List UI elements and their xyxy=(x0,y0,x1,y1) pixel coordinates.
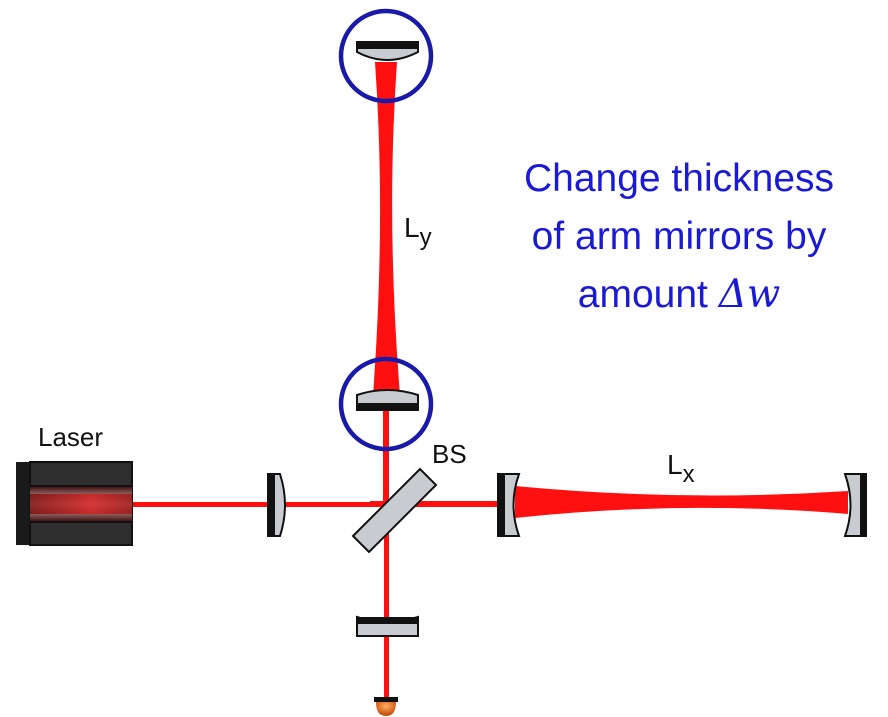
bs-to-x-beam xyxy=(370,501,502,507)
highlight-ring-input-mirror xyxy=(338,356,434,452)
beam-splitter xyxy=(351,467,438,554)
y-arm-input-mirror xyxy=(356,389,419,411)
x-arm-end-mirror xyxy=(843,473,867,537)
annotation-line-3-prefix: amount xyxy=(577,273,719,316)
y-arm-cavity-beam xyxy=(373,62,400,395)
laser-source xyxy=(16,461,133,546)
bs-to-y-beam xyxy=(383,410,389,505)
input-beam xyxy=(130,502,370,507)
photodetector xyxy=(374,697,398,716)
annotation-line-1: Change thickness xyxy=(523,157,835,200)
laser-beams xyxy=(130,62,848,697)
x-arm-label: Lx xyxy=(667,449,695,488)
signal-recycling-mirror xyxy=(356,615,419,637)
y-arm-label: Ly xyxy=(404,212,432,251)
annotation-line-3: amount Δw xyxy=(470,266,888,324)
recycling-mirror xyxy=(267,473,286,537)
delta-w-symbol: Δw xyxy=(718,272,781,317)
y-arm-end-mirror xyxy=(356,41,419,61)
annotation-text: Change thickness of arm mirrors by amoun… xyxy=(470,150,888,324)
annotation-line-2: of arm mirrors by xyxy=(531,215,827,258)
laser-label: Laser xyxy=(38,422,103,452)
bs-label: BS xyxy=(432,439,467,469)
x-arm-input-mirror xyxy=(497,473,521,537)
highlight-ring-end-mirror xyxy=(338,8,434,104)
output-beam xyxy=(384,505,389,697)
x-arm-cavity-beam xyxy=(515,486,848,518)
